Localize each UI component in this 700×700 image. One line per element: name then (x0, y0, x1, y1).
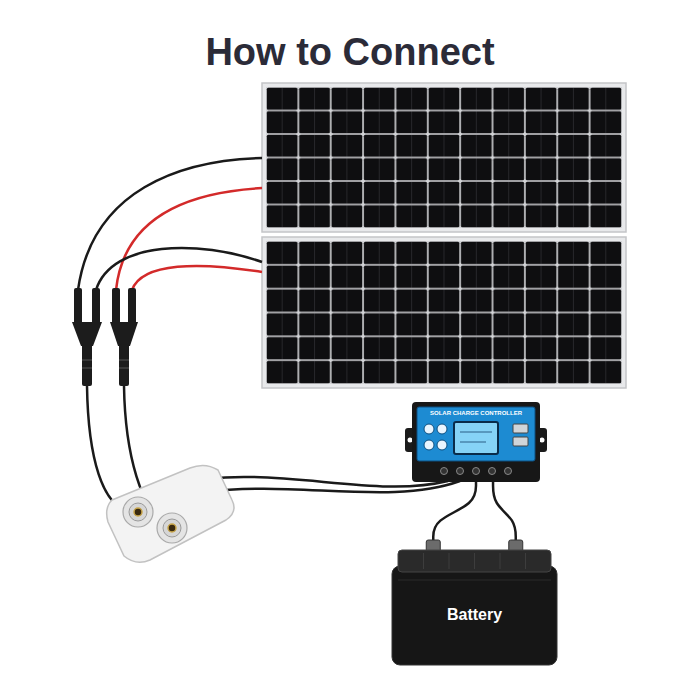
connector-rib (82, 368, 92, 369)
controller-face (417, 407, 535, 461)
connector-body (82, 344, 92, 386)
lid-rib (525, 553, 526, 569)
y-branch-connector (110, 288, 138, 386)
usb-port (513, 437, 528, 446)
diagram-title: How to Connect (0, 32, 700, 74)
controller-housing (412, 402, 540, 482)
lcd-screen (454, 422, 498, 454)
positive-wire (132, 266, 262, 290)
terminal-screw (441, 468, 448, 475)
battery: Battery (392, 540, 557, 665)
lcd-segment (460, 432, 492, 433)
status-icon (437, 424, 447, 434)
battery-wire (433, 482, 476, 540)
gland-nut (163, 519, 181, 537)
status-icon (437, 440, 447, 450)
controller-cable (205, 481, 460, 492)
connector-rib (119, 360, 129, 361)
cable-gland (157, 513, 187, 543)
panel-frame (262, 237, 626, 388)
lid-rib (423, 553, 424, 569)
gland-nut (129, 503, 147, 521)
body-seam (398, 580, 551, 581)
lid-rib (474, 553, 475, 569)
negative-wire (96, 248, 262, 290)
connector-body (128, 288, 136, 324)
battery-body (392, 566, 557, 665)
battery-wire (493, 482, 516, 540)
gland-cable-end (168, 524, 176, 532)
positive-wire (116, 188, 262, 290)
gland-cable-end (134, 508, 142, 516)
mounting-hole (408, 438, 413, 443)
status-icon (424, 440, 434, 450)
negative-wire (78, 158, 262, 290)
panel-cells (266, 241, 622, 384)
terminal-screw (489, 468, 496, 475)
controller-label: SOLAR CHARGE CONTROLLER (430, 410, 522, 417)
junction-box (107, 465, 234, 562)
status-icon (424, 424, 434, 434)
cable-gland (123, 497, 153, 527)
terminal-screw (457, 468, 464, 475)
connector-rib (82, 360, 92, 361)
connector-merge (110, 322, 138, 346)
lid-rib (500, 553, 501, 569)
panel-frame (262, 83, 626, 232)
connector-body (74, 288, 82, 324)
charge-controller: SOLAR CHARGE CONTROLLER (405, 402, 547, 482)
y-branch-connector (72, 288, 102, 386)
lcd-segment (460, 442, 486, 443)
battery-shape (392, 540, 557, 665)
terminal-screw (473, 468, 480, 475)
connector-body (92, 288, 100, 324)
connector-merge (72, 322, 102, 346)
usb-port (513, 424, 528, 433)
connector-body (112, 288, 120, 324)
battery-lid (398, 550, 551, 572)
battery-label: Battery (447, 606, 502, 624)
connector-rib (119, 368, 129, 369)
lid-rib (449, 553, 450, 569)
terminal-screw (505, 468, 512, 475)
connector-body (119, 344, 129, 386)
panel-cells (266, 87, 622, 228)
mounting-hole (540, 438, 545, 443)
